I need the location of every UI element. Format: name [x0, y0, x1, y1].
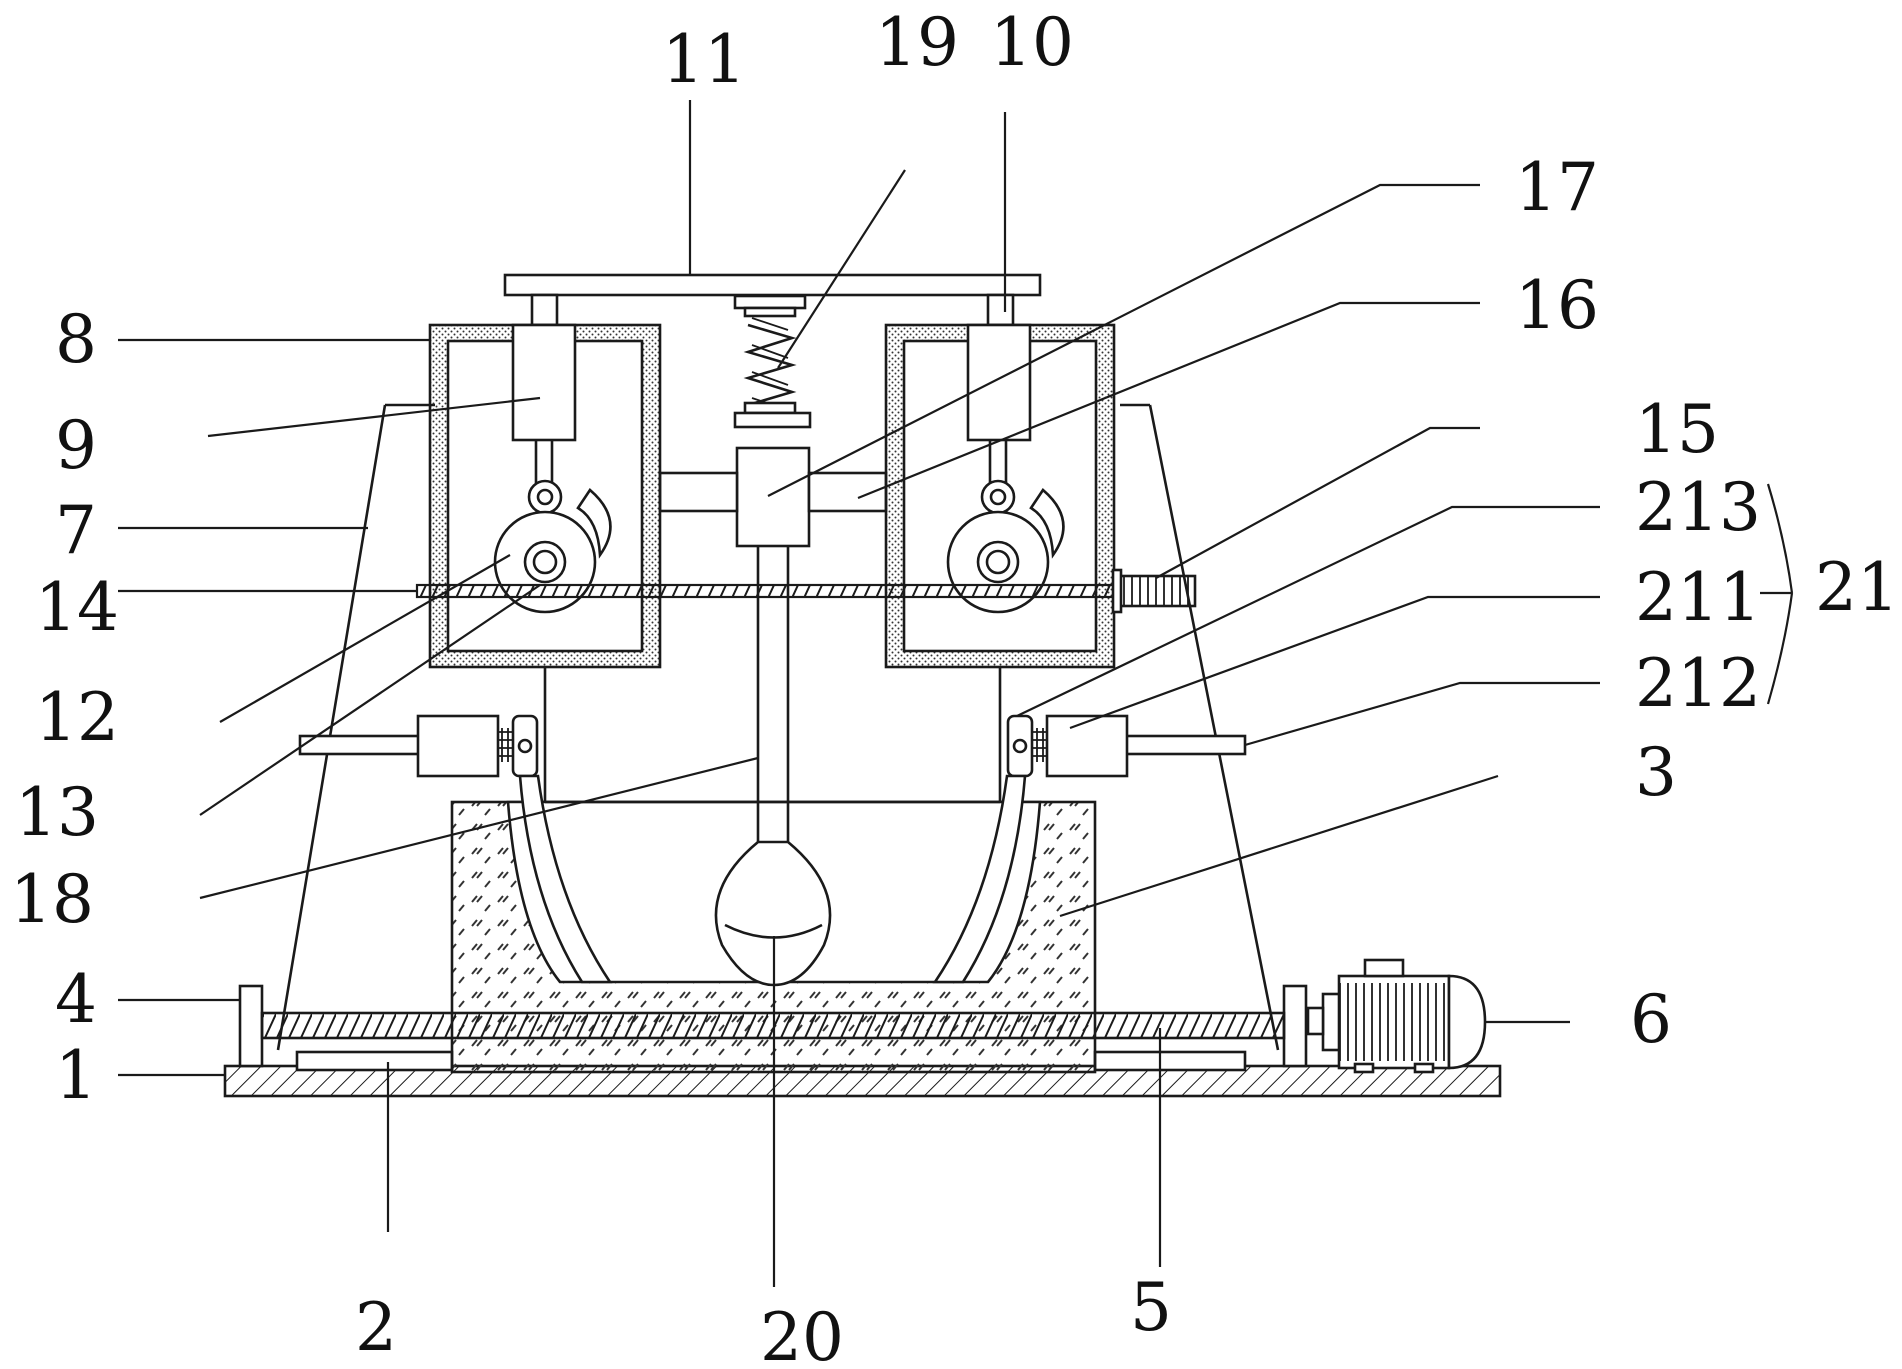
- callout-19: 19: [875, 4, 959, 81]
- callout-16: 16: [1515, 267, 1599, 344]
- callout-3: 3: [1635, 734, 1677, 811]
- rail-right: [1093, 1050, 1247, 1072]
- callout-10: 10: [990, 4, 1074, 81]
- callout-labels: 1 2 3 4 5 6 7 8 9 10 11 12 13 14 15 16 1…: [10, 4, 1899, 1369]
- callout-15: 15: [1635, 391, 1719, 468]
- leader-lines: [118, 100, 1794, 1287]
- callout-212: 212: [1635, 645, 1761, 722]
- callout-18: 18: [10, 861, 94, 938]
- side-press-right: [932, 714, 1247, 984]
- side-press-left: [298, 714, 613, 984]
- rail-left: [295, 1050, 454, 1072]
- callout-17: 17: [1515, 149, 1599, 226]
- screw-support-right: [1282, 984, 1308, 1068]
- motor: [1306, 958, 1487, 1074]
- callout-12: 12: [35, 679, 119, 756]
- callout-20: 20: [760, 1299, 844, 1369]
- housing-right: [884, 323, 1116, 669]
- callout-6: 6: [1630, 981, 1672, 1058]
- callout-4: 4: [55, 961, 97, 1038]
- handle: [1113, 574, 1197, 608]
- callout-14: 14: [35, 569, 119, 646]
- horizontal-shaft: [415, 583, 1117, 599]
- screw-support-left: [238, 984, 264, 1068]
- callout-1: 1: [55, 1037, 97, 1114]
- callout-211: 211: [1635, 559, 1761, 636]
- callout-5: 5: [1130, 1269, 1172, 1346]
- callout-7: 7: [55, 492, 97, 569]
- housing-left: [428, 323, 662, 669]
- frame: [276, 404, 1280, 1051]
- center-slider: [735, 446, 811, 548]
- spring: [733, 294, 812, 429]
- top-plate: [503, 273, 1042, 297]
- callout-213: 213: [1635, 469, 1761, 546]
- callout-2: 2: [355, 1289, 397, 1366]
- callout-9: 9: [55, 407, 97, 484]
- callout-21: 21: [1815, 549, 1899, 626]
- connector-left: [658, 471, 739, 513]
- callout-13: 13: [15, 774, 99, 851]
- callout-8: 8: [55, 301, 97, 378]
- callout-11: 11: [662, 21, 746, 98]
